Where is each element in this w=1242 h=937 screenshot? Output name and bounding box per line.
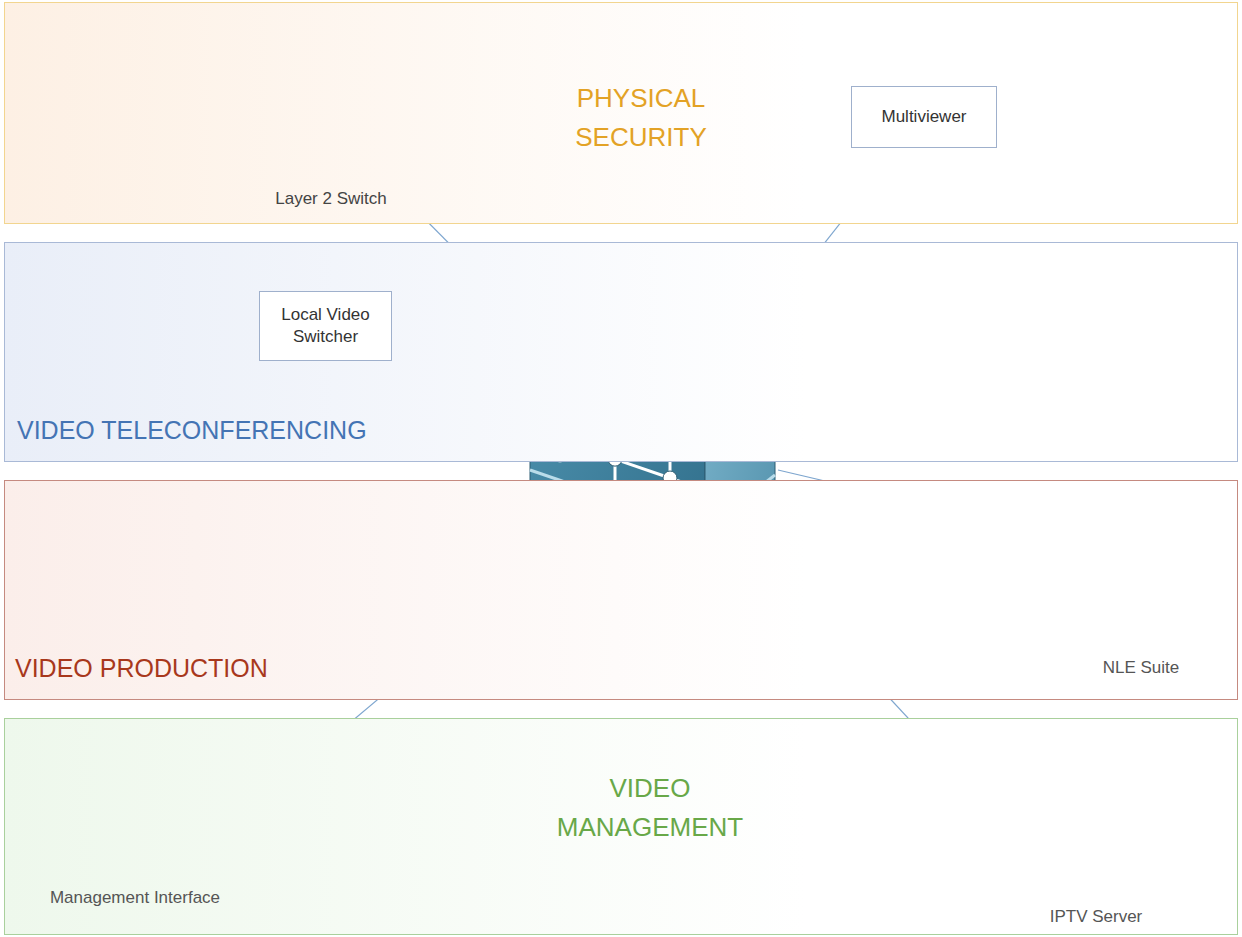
band-title: VIDEO MANAGEMENT bbox=[550, 769, 750, 847]
iptv-node: IPTV Server bbox=[1021, 841, 1171, 933]
group-band: PHYSICAL SECURITY Layer 2 Switch Multiview… bbox=[4, 2, 1238, 224]
group-band: VIDEO MANAGEMENT Management InterfaceIPTV… bbox=[4, 718, 1238, 935]
process-box: Multiviewer bbox=[851, 86, 997, 148]
process-box: Local Video Switcher bbox=[259, 291, 392, 361]
node-label: Management Interface bbox=[9, 888, 261, 908]
nle-node: NLE Suite bbox=[1071, 501, 1211, 686]
switch-node: Layer 2 Switch bbox=[246, 43, 416, 215]
node-label: Multiviewer bbox=[881, 106, 966, 128]
group-band: VIDEO TELECONFERENCING Local Video Switch… bbox=[4, 242, 1238, 462]
management-node: Management Interface bbox=[9, 736, 261, 916]
node-label: Local Video Switcher bbox=[268, 304, 383, 348]
band-title: PHYSICAL SECURITY bbox=[541, 79, 741, 157]
group-band: VIDEO PRODUCTION NLE Suite bbox=[4, 480, 1238, 700]
band-title: VIDEO TELECONFERENCING bbox=[17, 415, 367, 445]
node-label: NLE Suite bbox=[1071, 658, 1211, 678]
band-title: VIDEO PRODUCTION bbox=[15, 653, 268, 683]
node-label: IPTV Server bbox=[1021, 907, 1171, 927]
node-label: Layer 2 Switch bbox=[246, 189, 416, 209]
